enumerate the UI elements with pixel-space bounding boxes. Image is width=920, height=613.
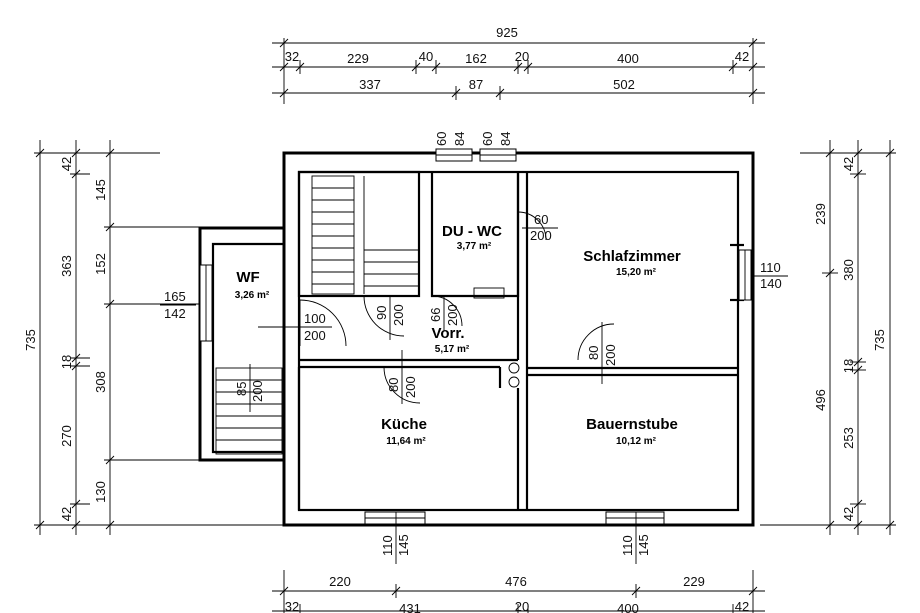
staircase	[215, 175, 418, 455]
dim-top-7: 42	[735, 49, 749, 64]
label-stair-door-1: 90	[374, 306, 389, 320]
left-dimension-lines	[34, 140, 290, 535]
dim-top-2: 229	[347, 51, 369, 66]
dim-left-outer-1: 42	[59, 157, 74, 171]
label-schlaf-door-2: 200	[603, 344, 618, 366]
dim-right-outer-2: 380	[841, 259, 856, 281]
dim-right-total: 735	[872, 329, 887, 351]
opening-labels: 60 84 60 84 165 142 100 200 60 200 110 1…	[160, 132, 788, 564]
dim-right-outer-1: 42	[841, 157, 856, 171]
label-window-tl-1: 60	[434, 132, 449, 146]
dim-top-6: 400	[617, 51, 639, 66]
label-cellar-door-1: 85	[234, 382, 249, 396]
dim-top-3: 40	[419, 49, 433, 64]
room-area-kueche: 11,64 m²	[386, 436, 426, 447]
label-wc-door-2: 200	[530, 228, 552, 243]
room-labels: WF 3,26 m² DU - WC 3,77 m² Schlafzimmer …	[235, 223, 681, 447]
label-window-tr-2: 84	[498, 132, 513, 146]
label-kueche-window-1: 110	[380, 535, 395, 556]
label-wf-window-1: 165	[164, 289, 186, 304]
room-name-vorr: Vorr.	[431, 325, 464, 342]
dim-top-9: 87	[469, 77, 483, 92]
label-wf-door-2: 200	[304, 328, 326, 343]
dim-left-inner-4: 130	[93, 481, 108, 503]
label-cellar-door-2: 200	[250, 380, 265, 402]
label-stair-door-2: 200	[391, 304, 406, 326]
dim-top-5: 20	[515, 49, 529, 64]
room-name-wf: WF	[236, 269, 259, 286]
dim-right-outer-4: 253	[841, 427, 856, 449]
dim-bottom-4: 32	[285, 599, 299, 613]
dim-right-inner-2: 496	[813, 389, 828, 411]
label-wc-door-1: 60	[534, 212, 548, 227]
label-wc-door2-1: 66	[428, 308, 443, 322]
room-name-du-wc: DU - WC	[442, 223, 502, 240]
dim-left-total: 735	[23, 329, 38, 351]
dim-left-outer-3: 18	[59, 355, 74, 369]
label-bauern-window-2: 145	[636, 534, 651, 556]
label-window-tr-1: 60	[480, 132, 495, 146]
label-kueche-window-2: 145	[396, 534, 411, 556]
dim-bottom-8: 42	[735, 599, 749, 613]
dim-bottom-5: 431	[399, 601, 421, 613]
dim-bottom-3: 229	[683, 574, 705, 589]
dim-bottom-7: 400	[617, 601, 639, 613]
dim-right-outer-5: 42	[841, 507, 856, 521]
room-area-bauernstube: 10,12 m²	[616, 436, 657, 447]
dim-top-1: 32	[285, 49, 299, 64]
dim-bottom-6: 20	[515, 599, 529, 613]
dim-top-total: 925	[496, 25, 518, 40]
dim-top-10: 502	[613, 77, 635, 92]
label-schlaf-window-2: 140	[760, 276, 782, 291]
dim-left-inner-1: 145	[93, 179, 108, 201]
dim-left-inner-2: 152	[93, 253, 108, 275]
room-area-du-wc: 3,77 m²	[457, 241, 492, 252]
dim-left-outer-4: 270	[59, 425, 74, 447]
room-name-schlafzimmer: Schlafzimmer	[583, 248, 681, 265]
label-wf-window-2: 142	[164, 306, 186, 321]
room-name-bauernstube: Bauernstube	[586, 416, 678, 433]
label-kueche-door-1: 80	[386, 378, 401, 392]
room-area-wf: 3,26 m²	[235, 290, 270, 301]
top-dimension-lines	[272, 38, 765, 104]
room-area-vorr: 5,17 m²	[435, 344, 470, 355]
room-name-kueche: Küche	[381, 416, 427, 433]
label-window-tl-2: 84	[452, 132, 467, 146]
label-schlaf-window-1: 110	[760, 260, 781, 275]
label-wf-door-1: 100	[304, 311, 326, 326]
label-schlaf-door-1: 80	[586, 346, 601, 360]
door-swings	[299, 211, 615, 404]
label-kueche-door-2: 200	[403, 376, 418, 398]
dim-left-inner-3: 308	[93, 371, 108, 393]
bottom-dimension-lines	[272, 570, 765, 613]
dim-left-outer-2: 363	[59, 255, 74, 277]
walls	[198, 151, 755, 527]
dim-top-8: 337	[359, 77, 381, 92]
dim-bottom-1: 220	[329, 574, 351, 589]
dim-bottom-2: 476	[505, 574, 527, 589]
dim-left-outer-5: 42	[59, 507, 74, 521]
windows	[199, 148, 752, 525]
right-dimension-lines	[760, 140, 896, 535]
dim-right-outer-3: 18	[841, 359, 856, 373]
room-area-schlafzimmer: 15,20 m²	[616, 267, 657, 278]
label-bauern-window-1: 110	[620, 535, 635, 556]
dim-top-4: 162	[465, 51, 487, 66]
label-wc-door2-2: 200	[445, 304, 460, 326]
dim-right-inner-1: 239	[813, 203, 828, 225]
